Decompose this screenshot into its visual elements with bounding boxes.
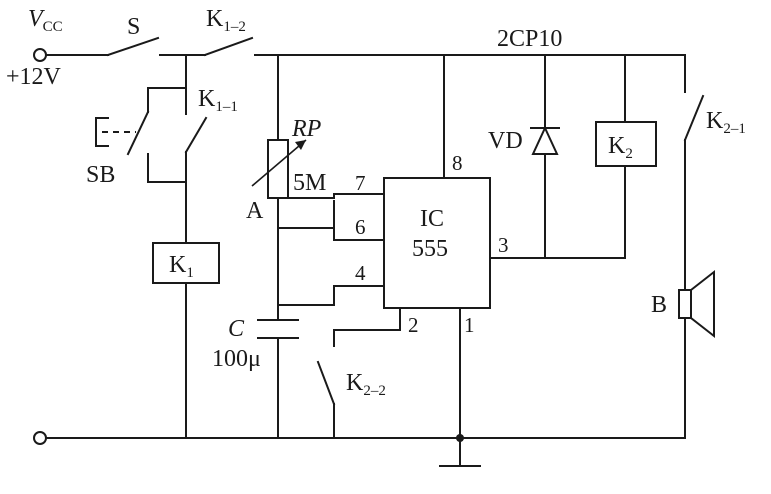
- switch-k2-1-blade: [683, 94, 705, 142]
- switch-s-label: S: [127, 14, 140, 40]
- relay-k1-label: K1: [169, 252, 194, 281]
- junction-dot: [456, 434, 464, 442]
- ic-pin-6: 6: [355, 215, 366, 239]
- switch-k2-1-label: K2–1: [706, 108, 746, 137]
- ic-pin-2: 2: [408, 313, 419, 337]
- voltage-label: +12V: [6, 64, 62, 90]
- ic-pin-7: 7: [355, 171, 366, 195]
- switch-k2-2-blade: [316, 360, 336, 406]
- potentiometer-rp: [251, 139, 307, 199]
- vcc-terminal: [33, 48, 47, 62]
- ic-pin-1: 1: [464, 313, 475, 337]
- capacitor-value-label: 100μ: [212, 346, 261, 372]
- ic-555-body: [383, 177, 491, 309]
- ic-pin-4: 4: [355, 261, 366, 285]
- relay-k2-label: K2: [608, 133, 633, 162]
- ic-name-label: IC: [420, 206, 444, 232]
- capacitor-c: [257, 319, 299, 339]
- switch-k1-2-blade: [203, 36, 254, 57]
- buzzer-label: B: [651, 292, 667, 318]
- buzzer-b: [678, 269, 715, 339]
- rp-value-label: 5M: [293, 170, 326, 196]
- relay-k1-coil: [152, 242, 220, 284]
- ic-type-label: 555: [412, 236, 448, 262]
- sb-push-button: [95, 110, 150, 159]
- diode-vd: [530, 125, 560, 155]
- switch-k1-1-blade: [184, 116, 208, 154]
- switch-k2-2-label: K2–2: [346, 370, 386, 399]
- relay-k2-coil: [595, 121, 657, 167]
- switch-k1-2-label: K1–2: [206, 6, 246, 35]
- capacitor-c-label: C: [228, 316, 245, 342]
- sb-label: SB: [86, 162, 115, 188]
- rp-label: RP: [291, 116, 322, 142]
- switch-s-blade: [106, 36, 160, 57]
- ic-pin-3: 3: [498, 233, 509, 257]
- wires: [45, 54, 686, 467]
- diode-ref-label: VD: [488, 128, 523, 154]
- ic-pin-8: 8: [452, 151, 463, 175]
- ground-terminal: [33, 431, 47, 445]
- node-a-label: A: [246, 198, 264, 224]
- diode-part-label: 2CP10: [497, 26, 562, 52]
- switch-k1-1-label: K1–1: [198, 86, 238, 115]
- vcc-label: VCC: [28, 6, 63, 35]
